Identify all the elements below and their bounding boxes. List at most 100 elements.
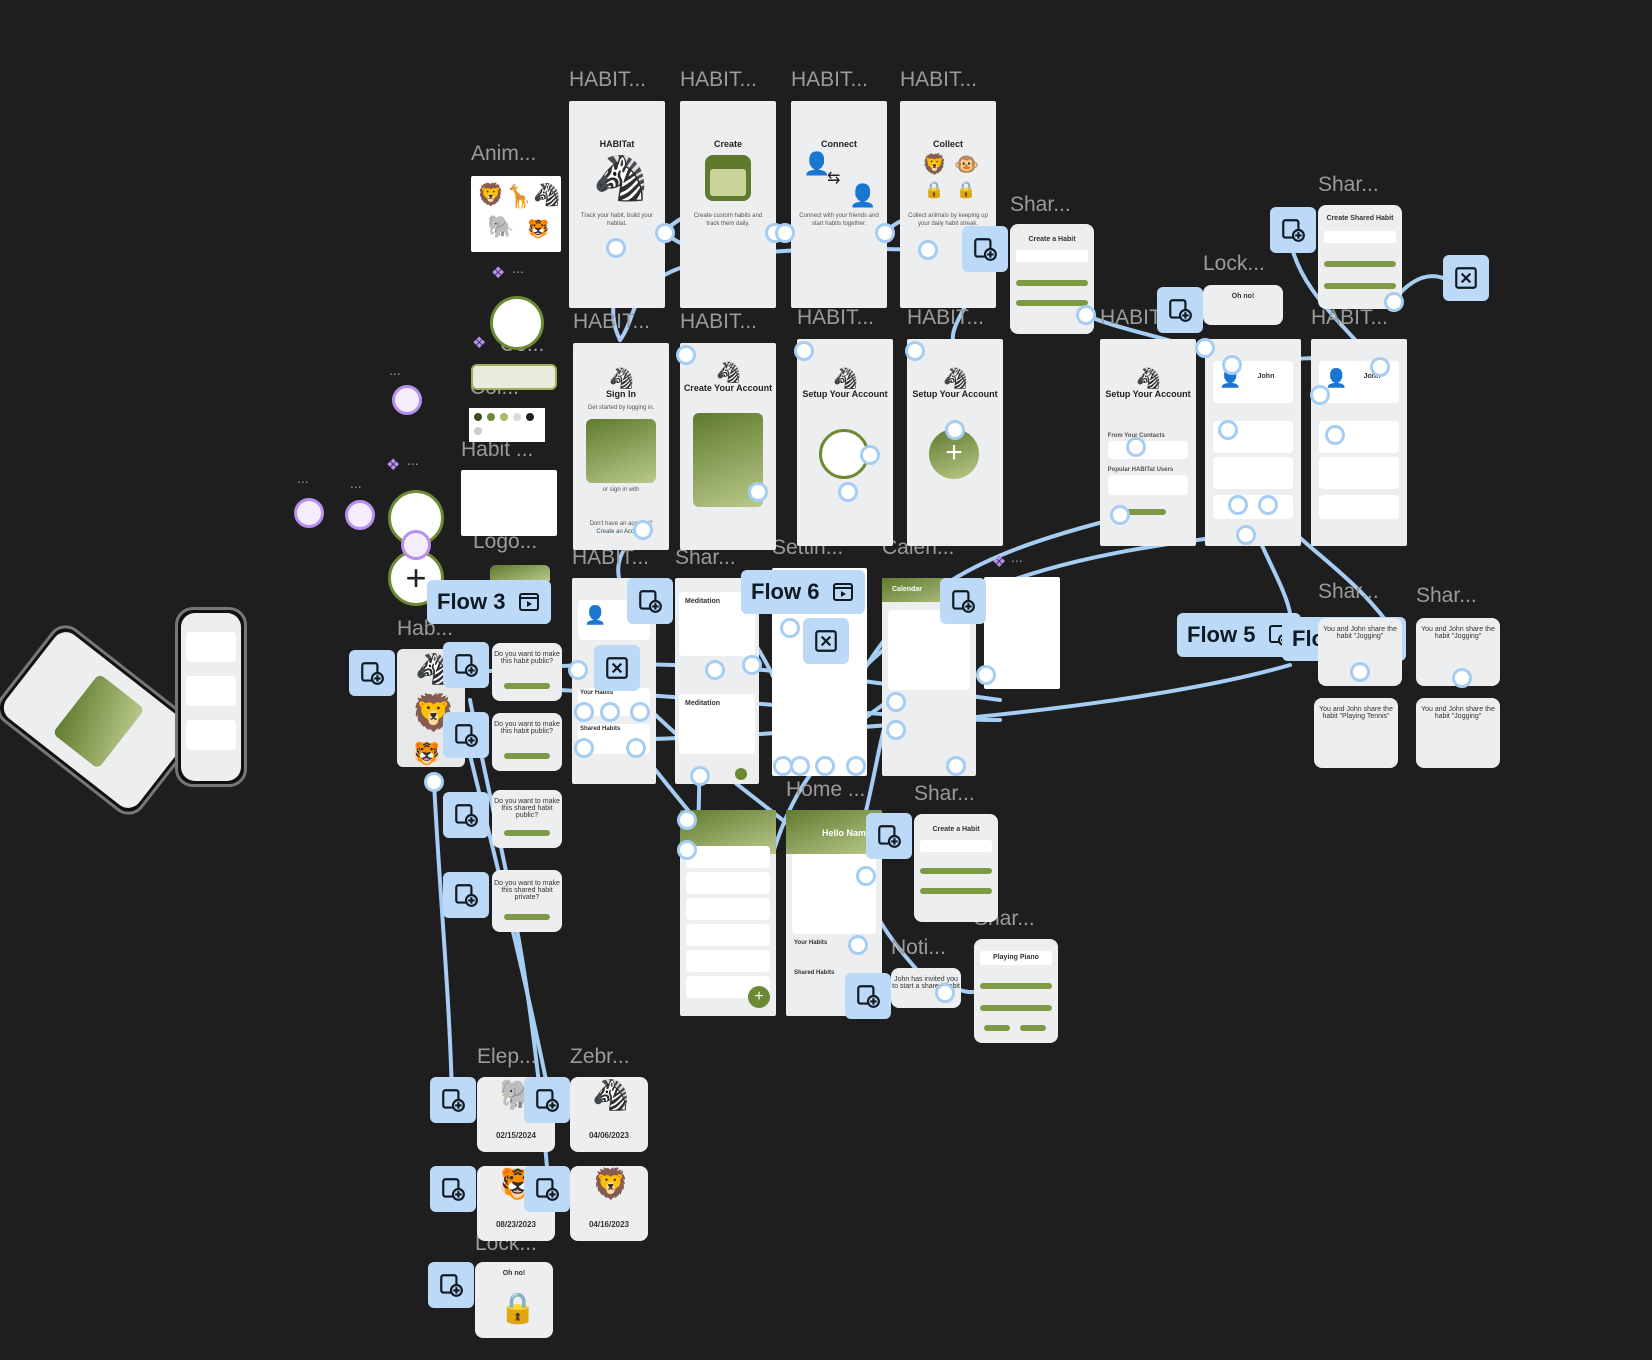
connection-point[interactable] (1350, 662, 1370, 682)
habit-row[interactable] (686, 898, 770, 920)
add-interaction-node[interactable] (940, 578, 986, 624)
add-interaction-node[interactable] (428, 1262, 474, 1308)
connection-point[interactable] (946, 756, 966, 776)
connection-point[interactable] (1370, 357, 1390, 377)
friend-profile-frame-2[interactable]: 👤 John (1311, 339, 1407, 546)
habit-row[interactable] (686, 846, 770, 868)
connection-point[interactable] (1236, 525, 1256, 545)
connection-point[interactable] (1195, 338, 1215, 358)
frequency-options[interactable] (1016, 280, 1088, 286)
setup-account-frame-1[interactable]: 🦓 Setup Your Account (797, 339, 893, 546)
finish-button[interactable] (1126, 509, 1166, 515)
flow-3-badge[interactable]: Flow 3 (427, 580, 552, 624)
component-instance[interactable] (392, 385, 422, 415)
calendar-frame[interactable]: Calendar (882, 578, 976, 776)
connection-point[interactable] (1110, 505, 1130, 525)
connection-point[interactable] (677, 810, 697, 830)
private-habit-dialog[interactable]: Do you want to make this habit public? (492, 713, 562, 771)
habit-detail-frame[interactable]: Meditation Meditation (675, 578, 759, 784)
connection-point[interactable] (690, 766, 710, 786)
add-interaction-node[interactable] (1270, 207, 1316, 253)
connection-point[interactable] (848, 935, 868, 955)
connection-point[interactable] (846, 756, 866, 776)
yes-button[interactable] (504, 753, 550, 759)
habit-row[interactable] (686, 950, 770, 972)
yes-button[interactable] (504, 683, 550, 689)
add-interaction-node[interactable] (443, 872, 489, 918)
user-avatar-icon[interactable] (388, 490, 444, 546)
component-instance[interactable] (401, 530, 431, 560)
habit-component[interactable] (461, 470, 557, 536)
add-interaction-node[interactable] (430, 1166, 476, 1212)
zebra-card[interactable]: 🦓 04/06/2023 (570, 1077, 648, 1152)
connection-point[interactable] (1218, 420, 1238, 440)
connection-point[interactable] (1325, 425, 1345, 445)
add-habit-icon[interactable]: + (748, 986, 770, 1008)
connection-point[interactable] (905, 341, 925, 361)
connection-point[interactable] (1228, 495, 1248, 515)
animals-component[interactable]: 🦁 🦒 🦓 🐘 🐯 (471, 176, 561, 252)
connection-point[interactable] (815, 756, 835, 776)
habit-list-frame[interactable]: + (680, 810, 776, 1016)
shared-habit-notice[interactable]: You and John share the habit "Playing Te… (1314, 698, 1398, 768)
time-options[interactable] (980, 1005, 1052, 1011)
input-component[interactable] (471, 364, 557, 390)
connection-point[interactable] (886, 720, 906, 740)
frequency-options[interactable] (1324, 261, 1396, 267)
month-list-frame[interactable] (984, 577, 1060, 689)
habit-name-input[interactable] (920, 840, 992, 852)
connection-point[interactable] (935, 983, 955, 1003)
flow-6-badge[interactable]: Flow 6 (741, 570, 866, 614)
onboarding-frame-4[interactable]: Collect 🦁 🐵 🔒 🔒 Collect animals by keepi… (900, 101, 996, 308)
sign-in-frame[interactable]: 🦓 Sign In Get started by logging in. or … (573, 343, 669, 550)
close-interaction-node[interactable] (1443, 255, 1489, 301)
connection-point[interactable] (748, 482, 768, 502)
connection-point[interactable] (918, 240, 938, 260)
add-interaction-node[interactable] (443, 712, 489, 758)
setup-account-frame-3[interactable]: 🦓 Setup Your Account From Your Contacts … (1100, 339, 1196, 546)
add-interaction-node[interactable] (349, 650, 395, 696)
add-interaction-node[interactable] (866, 813, 912, 859)
connection-point[interactable] (655, 223, 675, 243)
add-interaction-node[interactable] (443, 792, 489, 838)
connection-point[interactable] (633, 520, 653, 540)
connection-point[interactable] (976, 665, 996, 685)
add-interaction-node[interactable] (627, 578, 673, 624)
create-habit-card-2[interactable]: Create a Habit (914, 814, 998, 922)
yes-button[interactable] (504, 830, 550, 836)
yes-button[interactable] (504, 914, 550, 920)
accept-button[interactable] (984, 1025, 1010, 1031)
time-options[interactable] (1324, 283, 1396, 289)
locked-animal-card[interactable]: Oh no! (1203, 285, 1283, 325)
connection-point[interactable] (626, 738, 646, 758)
frequency-options[interactable] (920, 868, 992, 874)
connection-point[interactable] (838, 482, 858, 502)
create-account-link[interactable]: Create an Account (596, 529, 646, 535)
connection-point[interactable] (705, 660, 725, 680)
component-instance[interactable] (345, 500, 375, 530)
connection-point[interactable] (676, 345, 696, 365)
connection-point[interactable] (574, 738, 594, 758)
habit-row[interactable] (686, 924, 770, 946)
onboarding-frame-1[interactable]: HABITat 🦓 Track your habit, build your h… (569, 101, 665, 308)
connection-point[interactable] (1222, 355, 1242, 375)
logo-component[interactable] (490, 565, 550, 581)
add-interaction-node[interactable] (1157, 287, 1203, 333)
shared-habit-invite-card[interactable]: Playing Piano (974, 939, 1058, 1043)
close-interaction-node[interactable] (594, 645, 640, 691)
add-interaction-node[interactable] (845, 973, 891, 1019)
shared-private-dialog[interactable]: Do you want to make this shared habit pr… (492, 870, 562, 932)
connection-point[interactable] (1076, 305, 1096, 325)
shared-habit-notice[interactable]: You and John share the habit "Jogging" (1416, 698, 1500, 768)
flow-5-badge[interactable]: Flow 5 (1177, 613, 1302, 657)
add-interaction-node[interactable] (443, 642, 489, 688)
connection-point[interactable] (568, 660, 588, 680)
close-interaction-node[interactable] (803, 618, 849, 664)
setup-account-frame-2[interactable]: 🦓 Setup Your Account + (907, 339, 1003, 546)
onboarding-frame-2[interactable]: Create Create custom habits and track th… (680, 101, 776, 308)
habit-name-input[interactable] (1324, 231, 1396, 243)
add-interaction-node[interactable] (962, 226, 1008, 272)
connection-point[interactable] (606, 238, 626, 258)
connection-point[interactable] (775, 223, 795, 243)
